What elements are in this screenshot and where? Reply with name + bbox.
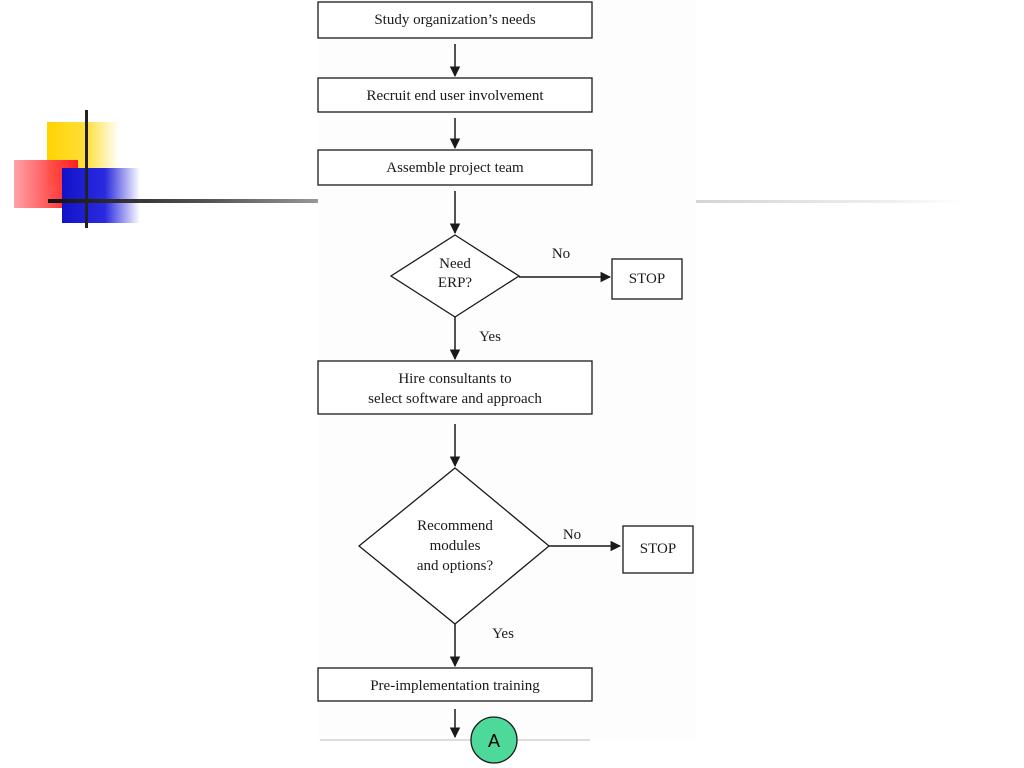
decision-recommend-line1: Recommend xyxy=(417,518,493,534)
decision-need-erp-line1: Need xyxy=(439,256,471,272)
label-no-2: No xyxy=(563,527,581,543)
step-assemble-box xyxy=(317,149,593,186)
step-study-label: Study organization’s needs xyxy=(374,12,536,28)
decision-need-erp-line2: ERP? xyxy=(438,275,473,291)
step-recruit-box xyxy=(317,77,593,113)
stop-label-2: STOP xyxy=(640,541,676,557)
connector-a-circle xyxy=(470,716,518,764)
stop-label-1: STOP xyxy=(629,271,665,287)
step-hire-label-line1: Hire consultants to xyxy=(398,371,511,387)
decision-recommend-line3: and options? xyxy=(417,558,494,574)
label-yes-1: Yes xyxy=(479,329,501,345)
step-training-label: Pre-implementation training xyxy=(370,678,540,694)
step-assemble-label: Assemble project team xyxy=(386,160,524,176)
step-training-box xyxy=(317,667,593,702)
step-hire-box xyxy=(317,360,593,415)
stop-box-1 xyxy=(611,258,683,300)
step-hire-label-line2: select software and approach xyxy=(368,391,542,407)
label-yes-2: Yes xyxy=(492,626,514,642)
step-study-box xyxy=(317,1,593,39)
label-no-1: No xyxy=(552,246,570,262)
decision-recommend-line2: modules xyxy=(430,538,481,554)
stop-box-2 xyxy=(622,525,694,574)
step-recruit-label: Recruit end user involvement xyxy=(366,88,544,104)
connector-a-label: A xyxy=(488,731,500,751)
